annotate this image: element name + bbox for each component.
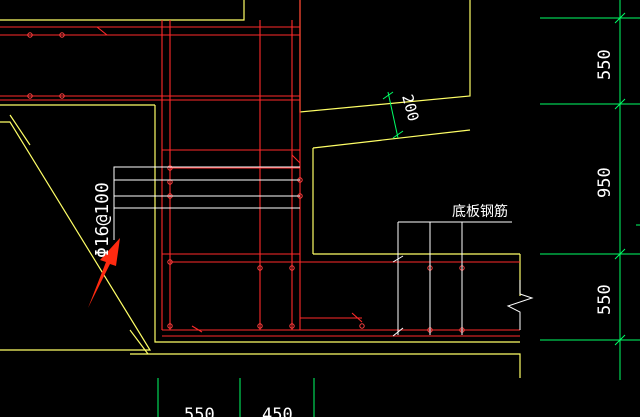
rebar-dot	[257, 265, 263, 271]
annotation-leaders	[113, 166, 512, 337]
rebar-dot	[289, 265, 295, 271]
dimension-lines	[157, 0, 640, 417]
break-line-icon	[506, 280, 534, 330]
rebar-dot	[257, 323, 263, 329]
dimension-bottom-right: 450	[262, 405, 293, 417]
rebar-dot	[27, 32, 33, 38]
rebar-dot	[27, 93, 33, 99]
rebar-lines	[0, 0, 520, 337]
dimension-bottom-left: 550	[184, 405, 215, 417]
dimension-right-bottom: 550	[595, 284, 615, 315]
rebar-dot	[59, 32, 65, 38]
rebar-dot	[167, 259, 173, 265]
rebar-dot	[167, 165, 173, 171]
slab-rebar-label: 底板钢筋	[452, 203, 508, 220]
dimension-right-top: 550	[595, 49, 615, 80]
rebar-dot	[359, 323, 365, 329]
dimension-right-middle: 950	[595, 167, 615, 198]
rebar-spec-label: Φ16@100	[92, 182, 113, 258]
rebar-dot	[59, 93, 65, 99]
rebar-dot	[289, 323, 295, 329]
red-pointer-arrow-icon	[88, 238, 120, 308]
rebar-dot	[167, 323, 173, 329]
